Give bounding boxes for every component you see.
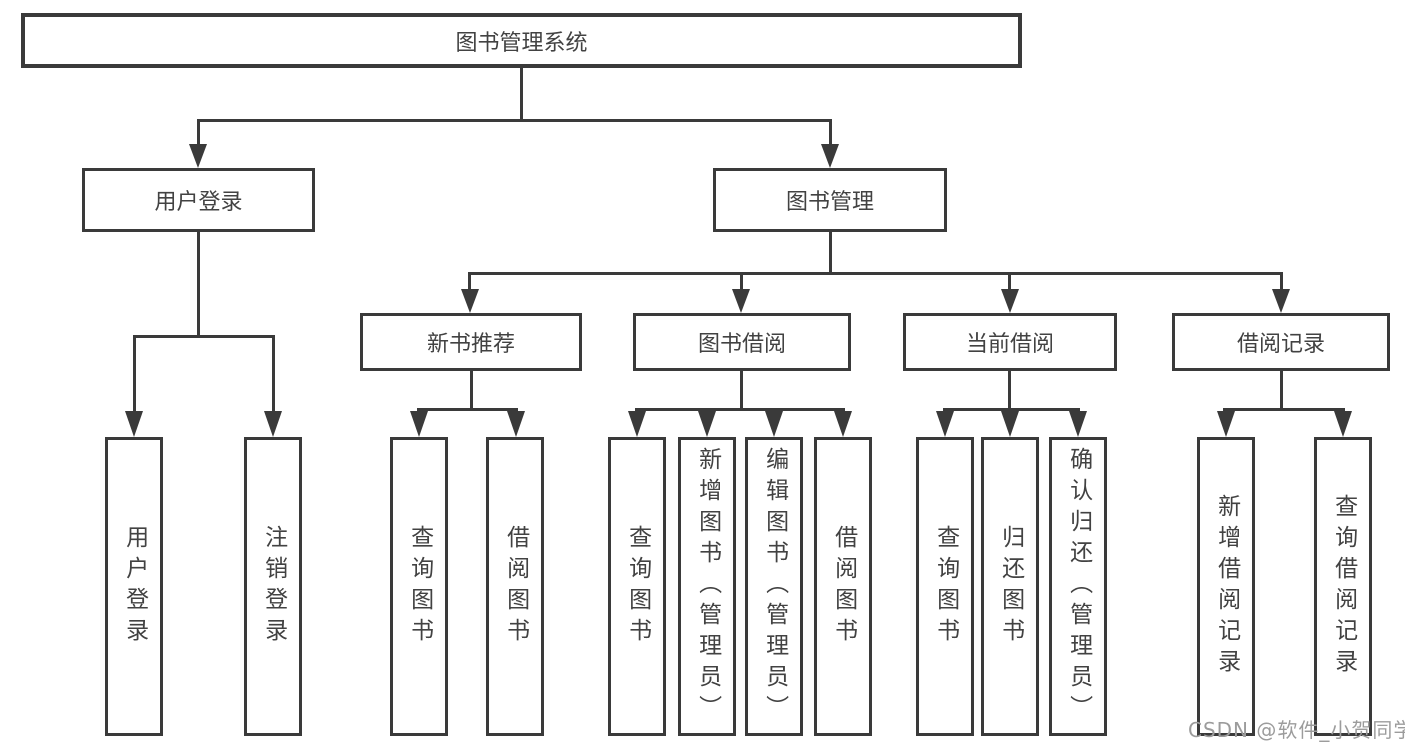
node-label: 新增图书（管理员）: [694, 447, 721, 726]
arrow-down-icon: [936, 411, 954, 437]
csdn-watermark: CSDN @软件_小贺同学: [1188, 718, 1405, 742]
connector-borrow-records-stem: [1280, 371, 1283, 410]
leaf-edit-book-admin: 编辑图书（管理员）: [745, 437, 803, 736]
connector-new-books-bar: [417, 408, 518, 411]
arrow-down-icon: [834, 411, 852, 437]
node-new-books: 新书推荐: [360, 313, 582, 371]
arrow-down-icon: [410, 411, 428, 437]
connector-new-books-stem: [470, 371, 473, 410]
node-label: 图书管理系统: [455, 30, 588, 56]
node-label: 借阅图书: [502, 524, 529, 649]
connector-drop-new-books: [468, 272, 471, 292]
node-label: 编辑图书（管理员）: [761, 447, 788, 726]
leaf-borrow-books-2: 借阅图书: [814, 437, 872, 736]
arrow-down-icon: [628, 411, 646, 437]
connector-book-borrow-stem: [740, 371, 743, 410]
node-book-mgmt: 图书管理: [713, 168, 947, 232]
leaf-user-login: 用户登录: [105, 437, 163, 736]
node-label: 归还图书: [997, 524, 1024, 649]
node-label: 新书推荐: [426, 332, 515, 357]
connector-drop-leaf: [133, 335, 136, 413]
arrow-down-icon: [1069, 411, 1087, 437]
connector-user-login-stem: [197, 232, 200, 338]
node-borrow-records: 借阅记录: [1172, 313, 1390, 371]
node-label: 图书借阅: [697, 332, 786, 357]
node-label: 借阅记录: [1236, 332, 1325, 357]
connector-user-login-bar: [133, 335, 275, 338]
node-label: 用户登录: [154, 190, 243, 215]
leaf-return-books: 归还图书: [981, 437, 1039, 736]
arrow-down-icon: [698, 411, 716, 437]
node-label: 查询图书: [406, 524, 433, 649]
connector-book-borrow-bar: [635, 408, 845, 411]
node-label: 查询图书: [624, 524, 651, 649]
arrow-down-icon: [732, 289, 750, 313]
leaf-confirm-return-admin: 确认归还（管理员）: [1049, 437, 1107, 736]
node-label: 查询借阅记录: [1330, 493, 1357, 680]
arrow-down-icon: [189, 144, 207, 168]
arrow-down-icon: [1217, 411, 1235, 437]
node-user-login: 用户登录: [82, 168, 315, 232]
connector-drop-book-mgmt: [829, 119, 832, 149]
connector-current-borrow-bar: [943, 408, 1080, 411]
node-book-borrow: 图书借阅: [633, 313, 851, 371]
arrow-down-icon: [1272, 289, 1290, 313]
connector-borrow-records-bar: [1223, 408, 1345, 411]
arrow-down-icon: [1334, 411, 1352, 437]
connector-drop-book-borrow: [740, 272, 743, 292]
node-label: 借阅图书: [830, 524, 857, 649]
node-label: 用户登录: [121, 524, 148, 649]
node-current-borrow: 当前借阅: [903, 313, 1117, 371]
arrow-down-icon: [461, 289, 479, 313]
arrow-down-icon: [821, 144, 839, 168]
connector-drop-current-borrow: [1008, 272, 1011, 292]
leaf-borrow-books: 借阅图书: [486, 437, 544, 736]
arrow-down-icon: [1001, 411, 1019, 437]
node-label: 查询图书: [932, 524, 959, 649]
leaf-add-borrow-record: 新增借阅记录: [1197, 437, 1255, 736]
leaf-query-books-2: 查询图书: [608, 437, 666, 736]
connector-drop-leaf: [272, 335, 275, 413]
connector-drop-borrow-records: [1280, 272, 1283, 292]
connector-current-borrow-stem: [1008, 371, 1011, 410]
node-label: 注销登录: [260, 524, 287, 649]
arrow-down-icon: [765, 411, 783, 437]
node-library-system: 图书管理系统: [21, 13, 1022, 68]
connector-root-stem: [520, 68, 523, 122]
arrow-down-icon: [125, 411, 143, 437]
leaf-logout: 注销登录: [244, 437, 302, 736]
connector-book-mgmt-bar: [469, 272, 1283, 275]
arrow-down-icon: [507, 411, 525, 437]
leaf-query-books-3: 查询图书: [916, 437, 974, 736]
connector-root-bar: [198, 119, 832, 122]
leaf-query-borrow-record: 查询借阅记录: [1314, 437, 1372, 736]
arrow-down-icon: [1001, 289, 1019, 313]
connector-book-mgmt-stem: [829, 232, 832, 275]
connector-drop-user-login: [197, 119, 200, 149]
leaf-query-books: 查询图书: [390, 437, 448, 736]
node-label: 图书管理: [785, 190, 874, 215]
leaf-add-book-admin: 新增图书（管理员）: [678, 437, 736, 736]
node-label: 确认归还（管理员）: [1065, 447, 1092, 726]
node-label: 当前借阅: [965, 332, 1054, 357]
arrow-down-icon: [264, 411, 282, 437]
node-label: 新增借阅记录: [1213, 493, 1240, 680]
